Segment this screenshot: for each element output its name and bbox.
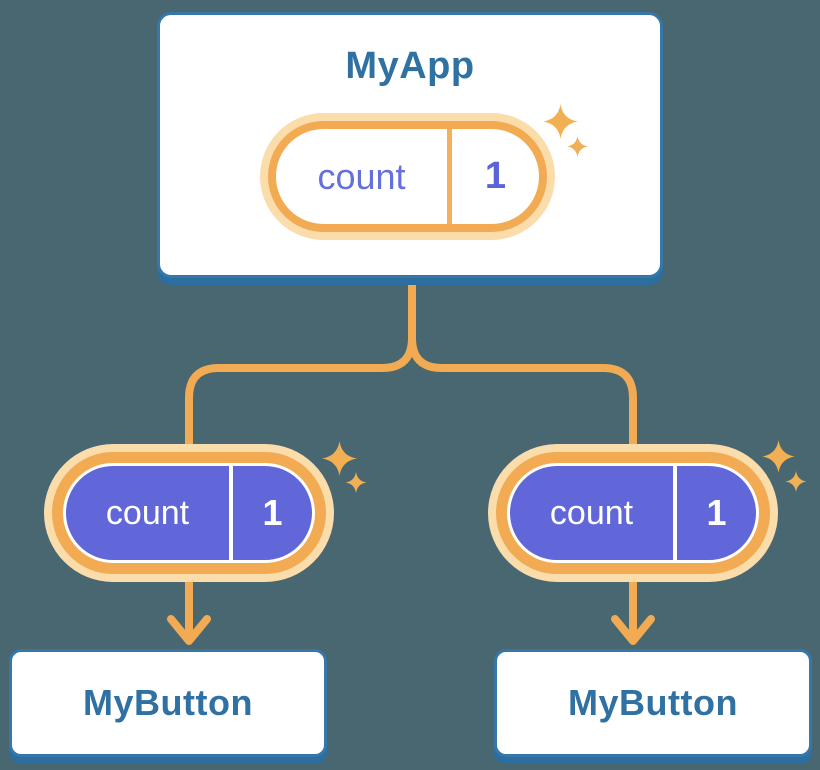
child-component-title: MyButton bbox=[568, 682, 738, 723]
arrowhead-right-icon bbox=[611, 615, 655, 645]
pill-divider bbox=[229, 466, 233, 560]
prop-pill-value: 1 bbox=[706, 492, 727, 533]
prop-pill-value: 1 bbox=[262, 492, 283, 533]
pill-divider bbox=[447, 129, 452, 224]
sparkle-icon bbox=[322, 441, 367, 493]
left-child-component-card: MyButton bbox=[9, 649, 327, 757]
prop-pill-label: count bbox=[105, 493, 190, 532]
connector-left-branch bbox=[185, 276, 416, 644]
state-pill-value: 1 bbox=[484, 155, 507, 197]
root-state-pill: count 1 bbox=[268, 121, 547, 232]
arrowhead-left-icon bbox=[167, 615, 211, 645]
pill-divider bbox=[673, 466, 677, 560]
sparkle-icon bbox=[543, 104, 588, 157]
prop-pill-label: count bbox=[549, 493, 634, 532]
child-component-title: MyButton bbox=[83, 682, 253, 723]
sparkle-icon bbox=[762, 440, 807, 492]
right-child-component-card: MyButton bbox=[494, 649, 812, 757]
connector-right-branch bbox=[408, 276, 637, 644]
root-component-title: MyApp bbox=[345, 45, 475, 87]
state-pill-label: count bbox=[317, 155, 406, 197]
right-prop-pill: count 1 bbox=[507, 463, 759, 563]
left-prop-pill: count 1 bbox=[63, 463, 315, 563]
